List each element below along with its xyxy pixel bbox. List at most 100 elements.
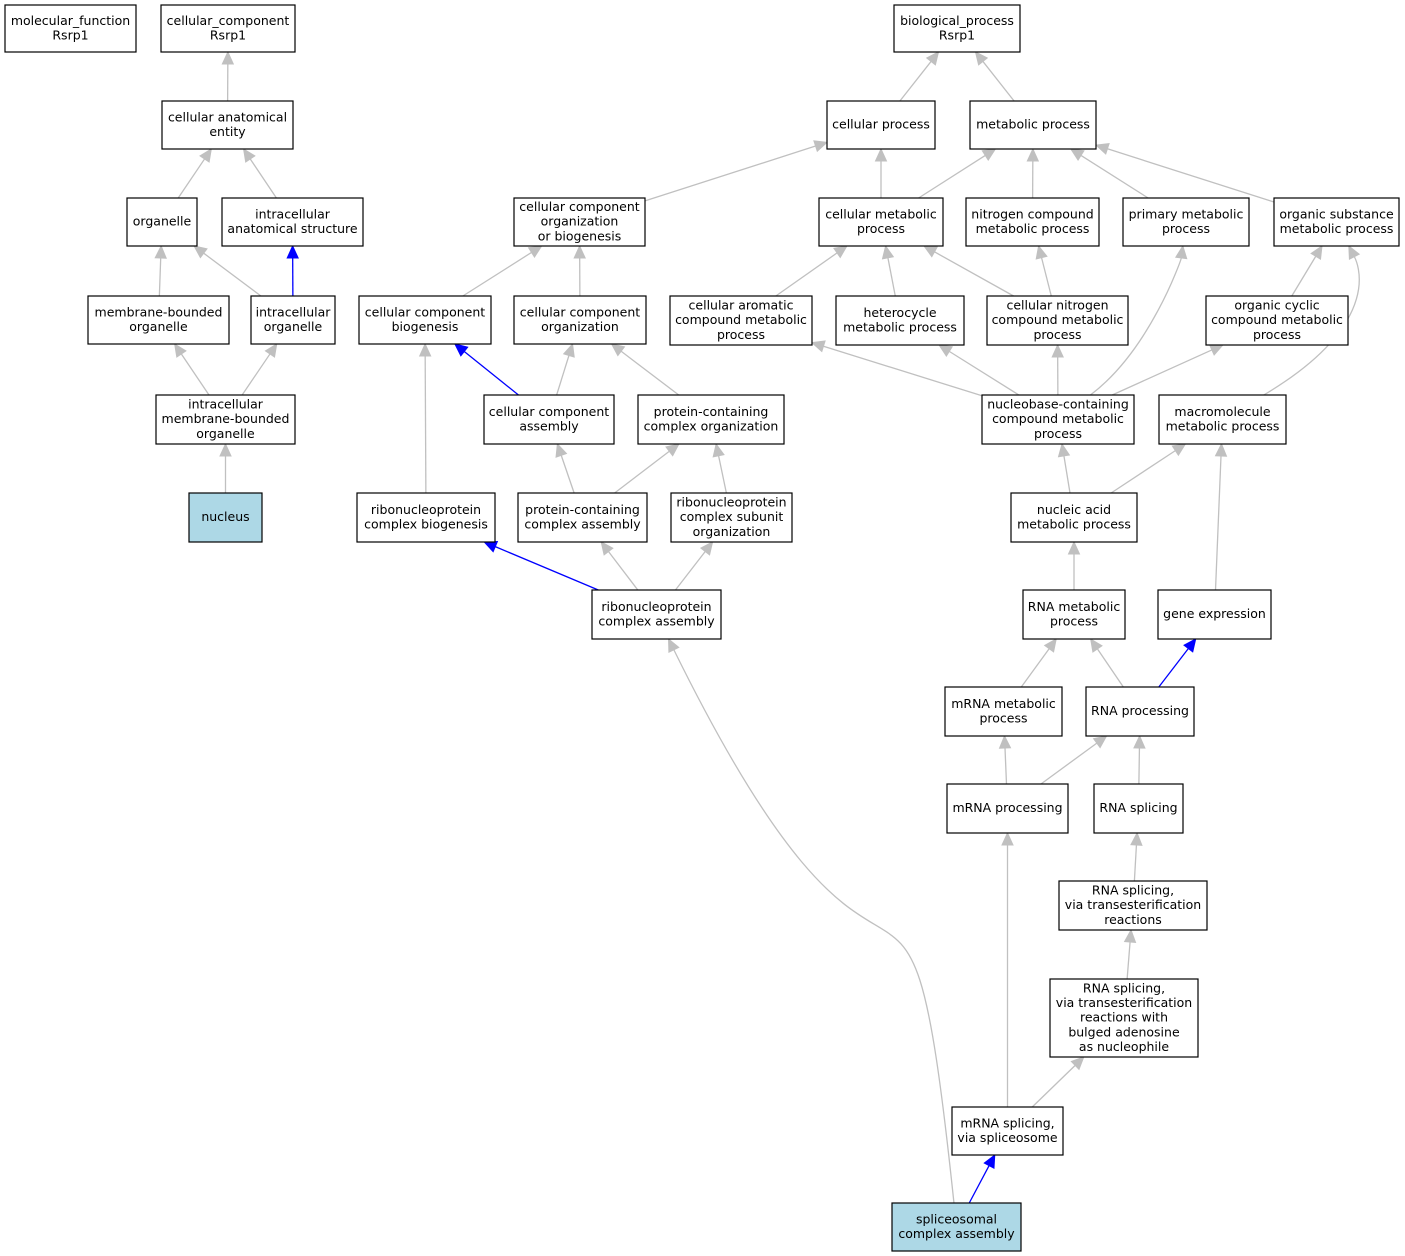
- node-rna-splicing-bulged[interactable]: RNA splicing,via transesterificationreac…: [1049, 978, 1199, 1058]
- node-box[interactable]: [483, 394, 615, 445]
- node-box[interactable]: [1093, 783, 1184, 834]
- node-box[interactable]: [637, 394, 785, 445]
- node-label-line: macromolecule: [1174, 404, 1270, 419]
- node-box[interactable]: [826, 100, 936, 150]
- node-rna-splicing-trans[interactable]: RNA splicing,via transesterificationreac…: [1058, 880, 1208, 931]
- node-box[interactable]: [513, 295, 647, 345]
- node-box[interactable]: [126, 197, 198, 247]
- node-label-line: gene expression: [1163, 606, 1266, 621]
- node-box[interactable]: [965, 197, 1100, 247]
- node-box[interactable]: [1158, 394, 1287, 445]
- node-label-line: RNA splicing,: [1092, 883, 1174, 898]
- edge-line: [1126, 941, 1131, 980]
- node-box[interactable]: [4, 4, 137, 53]
- edge-line: [607, 551, 639, 591]
- node-box[interactable]: [944, 686, 1063, 737]
- node-box[interactable]: [1122, 197, 1250, 247]
- node-gene-expression[interactable]: gene expression: [1157, 589, 1272, 640]
- node-mrna-splicing[interactable]: mRNA splicing,via spliceosome: [951, 1106, 1064, 1156]
- node-box[interactable]: [513, 197, 646, 247]
- node-rna-processing[interactable]: RNA processing: [1085, 686, 1195, 737]
- edge-arrowhead: [665, 443, 680, 457]
- node-label-line: metabolic process: [1166, 418, 1280, 433]
- node-box[interactable]: [893, 4, 1021, 53]
- node-metabolic-process[interactable]: metabolic process: [969, 100, 1097, 150]
- node-box[interactable]: [1049, 978, 1199, 1058]
- node-box[interactable]: [155, 394, 296, 445]
- node-box[interactable]: [517, 492, 648, 543]
- node-box[interactable]: [1058, 880, 1208, 931]
- node-box[interactable]: [986, 295, 1129, 346]
- node-box[interactable]: [969, 100, 1097, 150]
- node-box[interactable]: [946, 783, 1069, 834]
- node-label-line: nucleobase-containing: [987, 397, 1129, 412]
- edge-arrowhead: [1069, 148, 1085, 161]
- node-box[interactable]: [188, 492, 263, 543]
- edge-nucleobase-to-cellular_nitrogen: [1051, 343, 1064, 396]
- node-box[interactable]: [356, 492, 496, 543]
- node-box[interactable]: [1022, 589, 1126, 640]
- node-box[interactable]: [1010, 492, 1138, 543]
- node-box[interactable]: [1273, 197, 1400, 247]
- node-label-line: metabolic process: [1017, 516, 1131, 531]
- node-box[interactable]: [951, 1106, 1064, 1156]
- node-box[interactable]: [250, 295, 336, 345]
- node-box[interactable]: [1085, 686, 1195, 737]
- node-box[interactable]: [591, 589, 722, 640]
- node-box[interactable]: [891, 1202, 1022, 1252]
- node-box[interactable]: [835, 295, 965, 346]
- node-box[interactable]: [87, 295, 230, 345]
- node-nucleus[interactable]: nucleus: [188, 492, 263, 543]
- edge-line: [775, 252, 838, 297]
- node-box[interactable]: [1205, 295, 1349, 346]
- node-box[interactable]: [221, 197, 364, 247]
- edge-pc_organization-to-cc_organization: [610, 343, 680, 396]
- node-rna-splicing[interactable]: RNA splicing: [1093, 783, 1184, 834]
- node-box[interactable]: [1157, 589, 1272, 640]
- node-box[interactable]: [160, 4, 296, 53]
- edge-arrowhead: [668, 637, 680, 653]
- node-box[interactable]: [669, 295, 813, 346]
- node-box[interactable]: [818, 197, 944, 247]
- node-cellular-process[interactable]: cellular process: [826, 100, 936, 150]
- node-label-line: cellular aromatic: [689, 298, 794, 313]
- node-box[interactable]: [161, 100, 294, 150]
- node-box[interactable]: [670, 492, 793, 543]
- node-mrna-processing[interactable]: mRNA processing: [946, 783, 1069, 834]
- node-box[interactable]: [358, 295, 492, 345]
- node-box[interactable]: [981, 394, 1135, 445]
- edge-arrowhead: [981, 148, 997, 162]
- node-organelle[interactable]: organelle: [126, 197, 198, 247]
